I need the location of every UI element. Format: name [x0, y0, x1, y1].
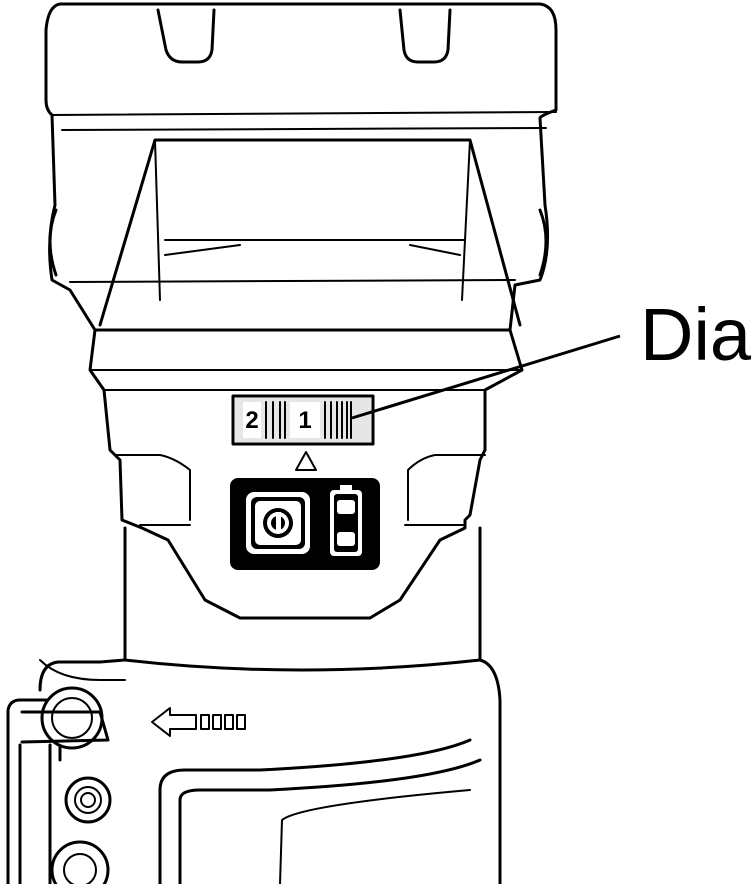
control-panel	[230, 478, 380, 570]
arrow-left-icon	[151, 707, 197, 737]
callout-label: Dial	[640, 293, 754, 376]
segment-markers	[200, 714, 246, 730]
dial[interactable]: 2 1	[231, 394, 375, 446]
collar	[88, 328, 524, 620]
dial-number-1: 1	[298, 407, 311, 434]
triangle-pointer-icon	[295, 451, 317, 471]
callout-leader-line	[351, 334, 621, 420]
body	[6, 526, 502, 884]
lamp-head	[44, 2, 558, 332]
battery-level-icon	[330, 485, 362, 556]
power-button[interactable]	[246, 492, 310, 554]
power-icon	[263, 508, 293, 538]
dial-number-2: 2	[245, 407, 258, 434]
